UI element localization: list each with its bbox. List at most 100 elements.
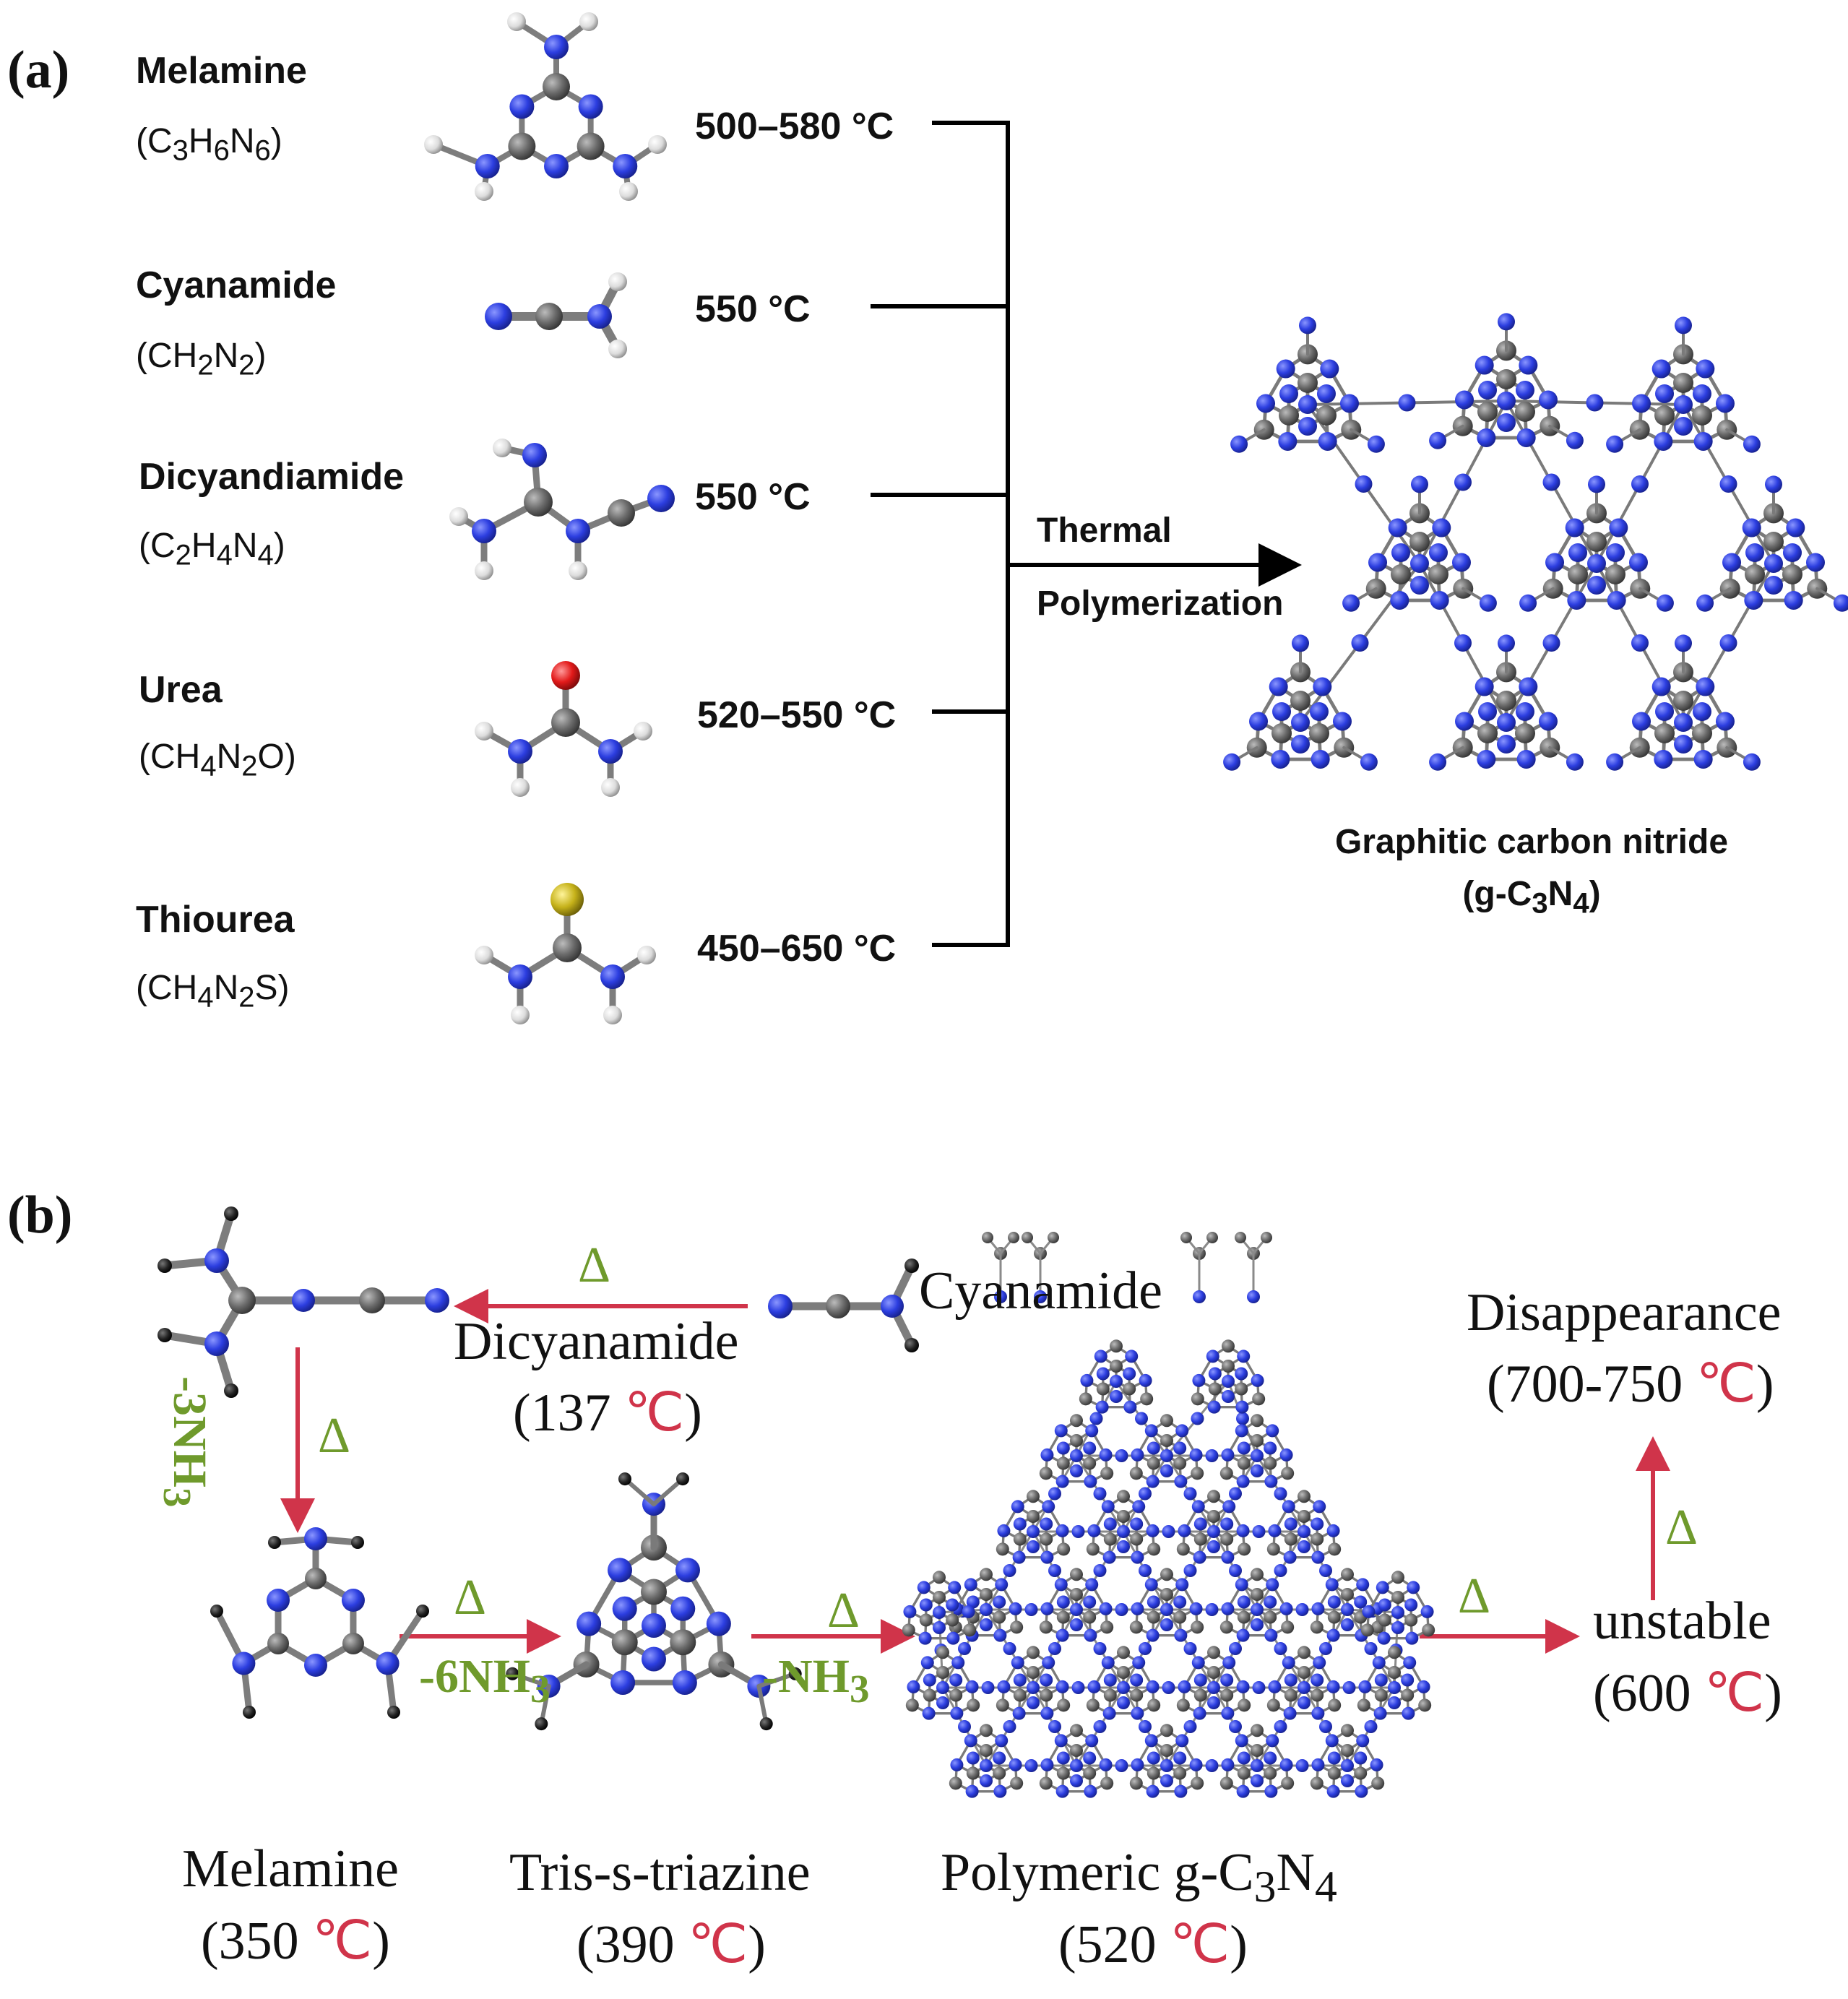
carbon-atom: [905, 1698, 919, 1712]
carbon-atom: [1129, 1620, 1143, 1634]
dicyandiamide-molecule: [449, 439, 675, 580]
nitrogen-atom: [1607, 590, 1626, 610]
bond: [1234, 1454, 1258, 1495]
nitrogen-atom: [1070, 1449, 1083, 1462]
nitrogen-atom: [993, 1595, 1006, 1609]
nitrogen-atom: [1024, 1759, 1038, 1772]
nitrogen-atom: [1093, 1642, 1107, 1655]
carbon-atom: [1310, 1620, 1324, 1634]
nitrogen-atom: [1235, 1367, 1248, 1381]
bond: [941, 1686, 966, 1728]
carbon-atom: [1310, 1776, 1324, 1790]
temp-dicyanamide: (137 ℃): [513, 1381, 702, 1444]
nitrogen-atom: [1320, 359, 1339, 379]
nitrogen-atom: [1193, 1673, 1207, 1687]
nitrogen-atom: [1451, 553, 1471, 572]
carbon-atom: [1284, 1688, 1298, 1702]
heptazine-unit: [1039, 1414, 1114, 1488]
carbon-atom: [949, 1688, 963, 1702]
nitrogen-atom: [1743, 753, 1761, 771]
nitrogen-atom: [1632, 394, 1651, 413]
nitrogen-atom: [1115, 1603, 1128, 1616]
nitrogen-atom: [1147, 1751, 1160, 1765]
carbon-atom: [1298, 1666, 1311, 1679]
nitrogen-atom: [1013, 1673, 1027, 1687]
bond: [1324, 1608, 1349, 1650]
nitrogen-atom: [1095, 1400, 1109, 1414]
nitrogen-atom: [1341, 1603, 1354, 1616]
nitrogen-atom: [1071, 1681, 1085, 1694]
nitrogen-atom: [1497, 413, 1516, 432]
carbon-atom: [1070, 1414, 1083, 1428]
nitrogen-atom: [1220, 1673, 1234, 1687]
nitrogen-atom: [1235, 1734, 1248, 1748]
hydrogen-atom: [157, 1328, 172, 1342]
carbon-atom: [1086, 1698, 1100, 1712]
hydrogen-atom: [351, 1536, 364, 1549]
nitrogen-atom: [1341, 1774, 1354, 1787]
carbon-atom: [1290, 691, 1311, 711]
hydrogen-atom: [243, 1706, 256, 1719]
carbon-atom: [1391, 1591, 1404, 1604]
nitrogen-atom: [950, 1706, 964, 1720]
bond: [1189, 1647, 1215, 1689]
carbon-atom: [1279, 405, 1300, 426]
nitrogen-atom: [472, 519, 496, 543]
nitrogen-atom: [1274, 1642, 1287, 1655]
nitrogen-atom: [1283, 1706, 1297, 1720]
carbon-atom: [1251, 1744, 1264, 1757]
heptazine-unit: [1129, 1414, 1204, 1488]
nitrogen-atom: [980, 1759, 993, 1772]
nitrogen-atom: [1377, 1631, 1391, 1645]
bond: [1053, 1569, 1078, 1611]
nitrogen-atom: [1144, 1578, 1158, 1592]
carbon-atom: [1022, 1232, 1033, 1243]
nitrogen-atom: [1162, 1681, 1175, 1694]
heptazine-unit: [1266, 1646, 1342, 1720]
hydrogen-atom: [210, 1605, 223, 1618]
carbon-atom: [1371, 1776, 1385, 1790]
melamine-small-molecule: [210, 1527, 429, 1719]
carbon-atom: [1147, 1456, 1160, 1470]
bond: [1370, 1686, 1396, 1728]
bond: [1099, 1686, 1125, 1728]
nitrogen-atom: [966, 1595, 980, 1609]
delta-6: Δ: [1665, 1500, 1698, 1555]
nitrogen-atom: [1291, 735, 1310, 754]
nitrogen-atom: [1193, 1550, 1206, 1564]
bond: [1256, 1454, 1282, 1495]
nitrogen-atom: [1311, 1517, 1324, 1531]
nitrogen-atom: [1042, 1656, 1055, 1670]
nitrogen-atom: [670, 1596, 696, 1621]
carbon-atom: [1281, 1467, 1295, 1480]
nitrogen-atom: [1655, 702, 1675, 721]
delta-2: Δ: [318, 1408, 351, 1464]
nitrogen-atom: [1765, 475, 1782, 493]
nitrogen-atom: [1373, 1706, 1387, 1720]
nitrogen-atom: [948, 1581, 962, 1594]
nitrogen-atom: [1311, 1673, 1324, 1687]
heptazine-unit: [1629, 662, 1737, 769]
carbon-atom: [1235, 1382, 1248, 1396]
carbon-atom: [359, 1287, 385, 1313]
bond: [1212, 1686, 1237, 1728]
nitrogen-atom: [1743, 435, 1761, 453]
nitrogen-atom: [1117, 1540, 1130, 1553]
hydrogen-atom: [475, 182, 493, 201]
bond: [1324, 1569, 1349, 1611]
bond: [1053, 1454, 1078, 1495]
carbon-atom: [1027, 1510, 1040, 1523]
nitrogen-atom: [1655, 384, 1675, 403]
carbon-atom: [1327, 1766, 1341, 1780]
hydrogen-atom: [579, 12, 598, 31]
nitrogen-atom: [267, 1589, 290, 1612]
label-disappearance: Disappearance: [1467, 1283, 1782, 1342]
nitrogen-atom: [1251, 1618, 1264, 1631]
nitrogen-atom: [1229, 1487, 1242, 1501]
nitrogen-atom: [1311, 1758, 1325, 1771]
nitrogen-atom: [1295, 1603, 1309, 1616]
carbon-atom: [608, 499, 635, 527]
nitrogen-atom: [1474, 677, 1494, 696]
nitrogen-atom: [1693, 431, 1713, 451]
carbon-atom: [1328, 1542, 1342, 1556]
